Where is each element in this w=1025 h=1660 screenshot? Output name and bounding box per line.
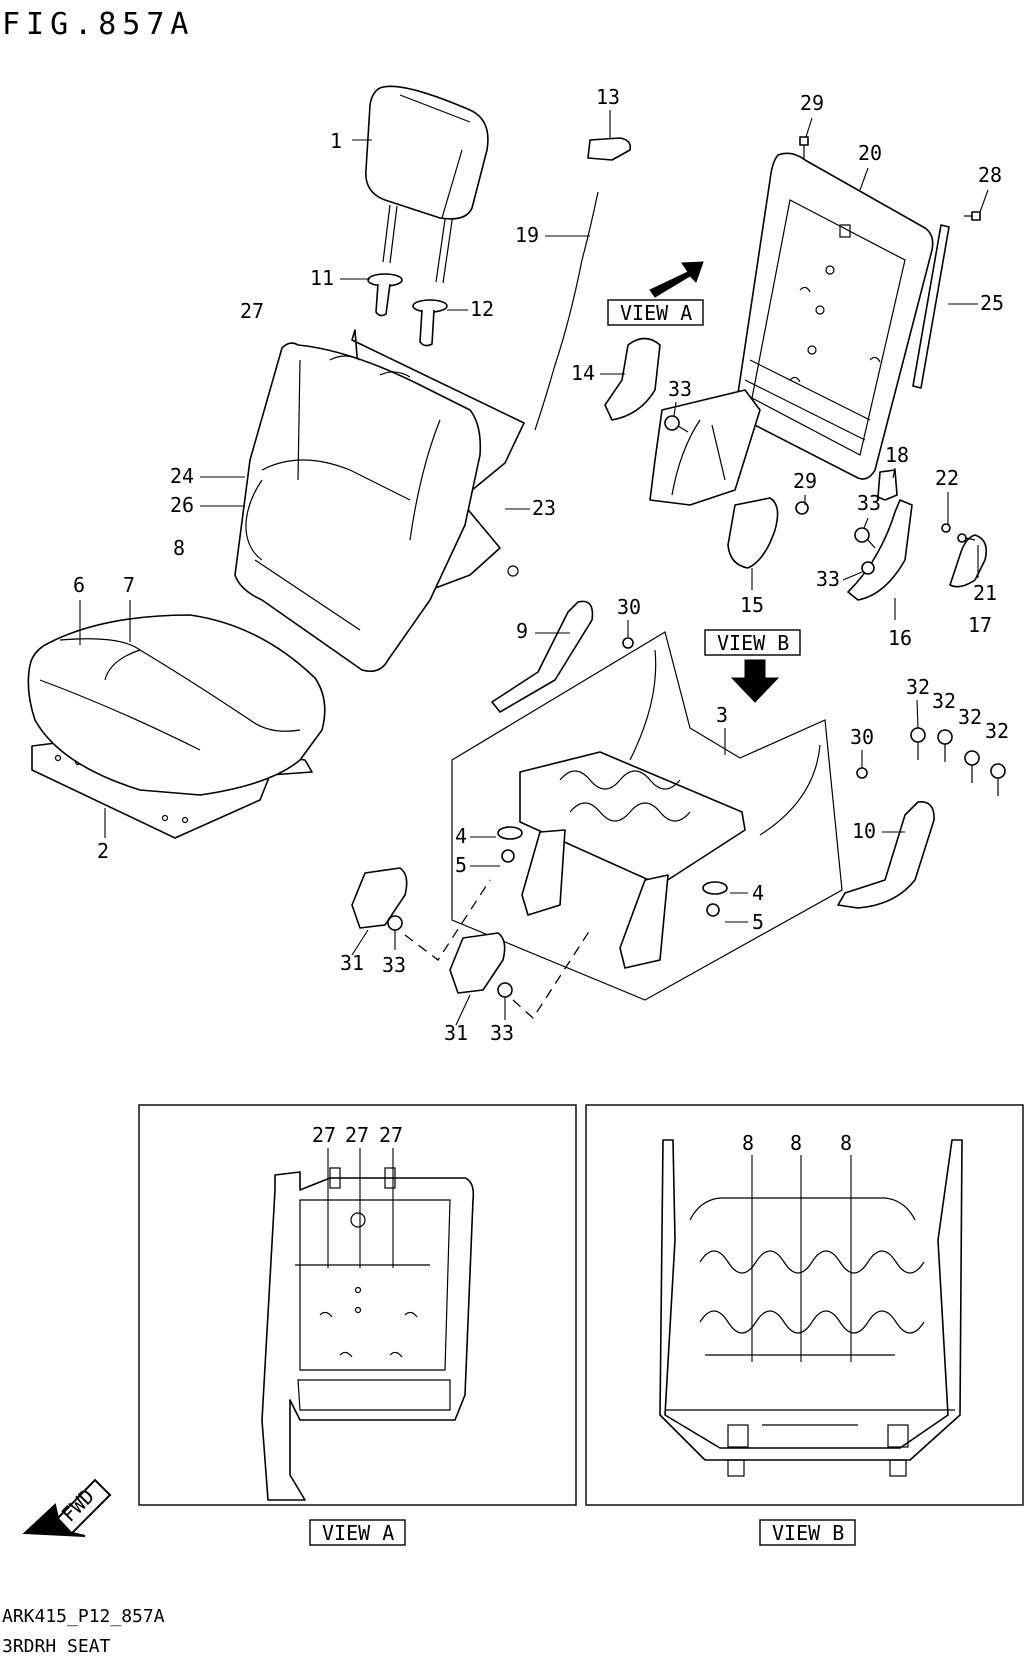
view-a-callout: 27 <box>345 1123 369 1147</box>
callout-32: 32 <box>932 689 956 713</box>
callout-29: 29 <box>800 91 824 115</box>
callout-11: 11 <box>310 266 334 290</box>
callout-30: 30 <box>850 725 874 749</box>
leader-line <box>842 571 863 581</box>
callout-30: 30 <box>617 595 641 619</box>
view-a-callout: 27 <box>379 1123 403 1147</box>
callout-28: 28 <box>978 163 1002 187</box>
gas-spring <box>912 224 950 389</box>
callout-3: 3 <box>716 703 728 727</box>
callout-32: 32 <box>985 719 1009 743</box>
callout-23: 23 <box>532 496 556 520</box>
callout-9: 9 <box>516 619 528 643</box>
callout-13: 13 <box>596 85 620 109</box>
callout-4: 4 <box>752 881 764 905</box>
callout-18: 18 <box>885 443 909 467</box>
figure-title: FIG.857A <box>2 7 195 42</box>
callout-29: 29 <box>793 469 817 493</box>
callout-31: 31 <box>340 951 364 975</box>
leader-line <box>673 401 677 417</box>
leader-line <box>863 517 869 529</box>
callout-33: 33 <box>857 491 881 515</box>
callout-4: 4 <box>455 824 467 848</box>
view-b-callout: 8 <box>840 1131 852 1155</box>
callout-5: 5 <box>455 853 467 877</box>
callout-22: 22 <box>935 466 959 490</box>
callout-1: 1 <box>330 129 342 153</box>
footer-code: ARK415_P12_857A <box>2 1606 165 1627</box>
view-a-panel <box>138 1104 577 1506</box>
side-cover-10 <box>837 801 935 909</box>
leader-lines <box>79 110 989 1026</box>
view-b-panel <box>585 1104 1024 1506</box>
callout-33: 33 <box>490 1021 514 1045</box>
view-b-arrow: VIEW B <box>704 629 801 703</box>
callout-24: 24 <box>170 464 194 488</box>
footer-caption: 3RDRH SEAT <box>2 1636 111 1657</box>
callout-5: 5 <box>752 910 764 934</box>
view-b-tag: VIEW B <box>717 631 789 655</box>
fwd-arrow-icon: FWD <box>22 1478 112 1537</box>
callout-14: 14 <box>571 361 595 385</box>
callout-16: 16 <box>888 626 912 650</box>
seat-back <box>234 329 525 673</box>
callout-6: 6 <box>73 573 85 597</box>
view-a-caption: VIEW A <box>309 1519 406 1546</box>
svg-text:VIEW B: VIEW B <box>772 1521 844 1545</box>
callout-25: 25 <box>980 291 1004 315</box>
callout-27: 27 <box>240 299 264 323</box>
seat-cushion <box>27 614 326 839</box>
leader-line <box>979 189 989 213</box>
release-cable <box>534 137 632 431</box>
leader-line <box>455 994 471 1026</box>
callout-12: 12 <box>470 297 494 321</box>
callout-17: 17 <box>968 613 992 637</box>
bracket-16 <box>847 499 913 601</box>
callout-31: 31 <box>444 1021 468 1045</box>
clip-18 <box>877 469 898 501</box>
leader-line <box>351 929 369 956</box>
callout-8: 8 <box>173 536 185 560</box>
leg-covers <box>351 867 591 1019</box>
callout-32: 32 <box>958 705 982 729</box>
callout-7: 7 <box>123 573 135 597</box>
view-a-tag: VIEW A <box>620 301 692 325</box>
headrest-guide-11 <box>367 273 403 317</box>
fasteners <box>622 136 1006 796</box>
callout-21: 21 <box>973 581 997 605</box>
callout-33: 33 <box>816 567 840 591</box>
callout-33: 33 <box>668 377 692 401</box>
leader-line <box>805 117 813 138</box>
cover-15 <box>727 497 779 569</box>
leader-line <box>859 167 869 191</box>
view-a-arrow: VIEW A <box>607 261 704 326</box>
callout-33: 33 <box>382 953 406 977</box>
leader-line <box>916 699 919 729</box>
svg-text:VIEW A: VIEW A <box>322 1521 394 1545</box>
view-a-callout: 27 <box>312 1123 336 1147</box>
callout-26: 26 <box>170 493 194 517</box>
callout-20: 20 <box>858 141 882 165</box>
headrest-guide-12 <box>412 299 448 347</box>
view-b-caption: VIEW B <box>759 1519 856 1546</box>
cushion-frame-area <box>451 631 843 1001</box>
callout-10: 10 <box>852 819 876 843</box>
callout-32: 32 <box>906 675 930 699</box>
leader-line <box>892 467 896 479</box>
seatback-frame <box>649 152 934 506</box>
callout-15: 15 <box>740 593 764 617</box>
callout-19: 19 <box>515 223 539 247</box>
headrest <box>365 85 489 284</box>
view-b-callout: 8 <box>790 1131 802 1155</box>
callout-2: 2 <box>97 839 109 863</box>
cover-14 <box>604 337 661 421</box>
view-b-callout: 8 <box>742 1131 754 1155</box>
side-cover-9 <box>491 600 594 713</box>
cap-17 <box>949 534 988 588</box>
